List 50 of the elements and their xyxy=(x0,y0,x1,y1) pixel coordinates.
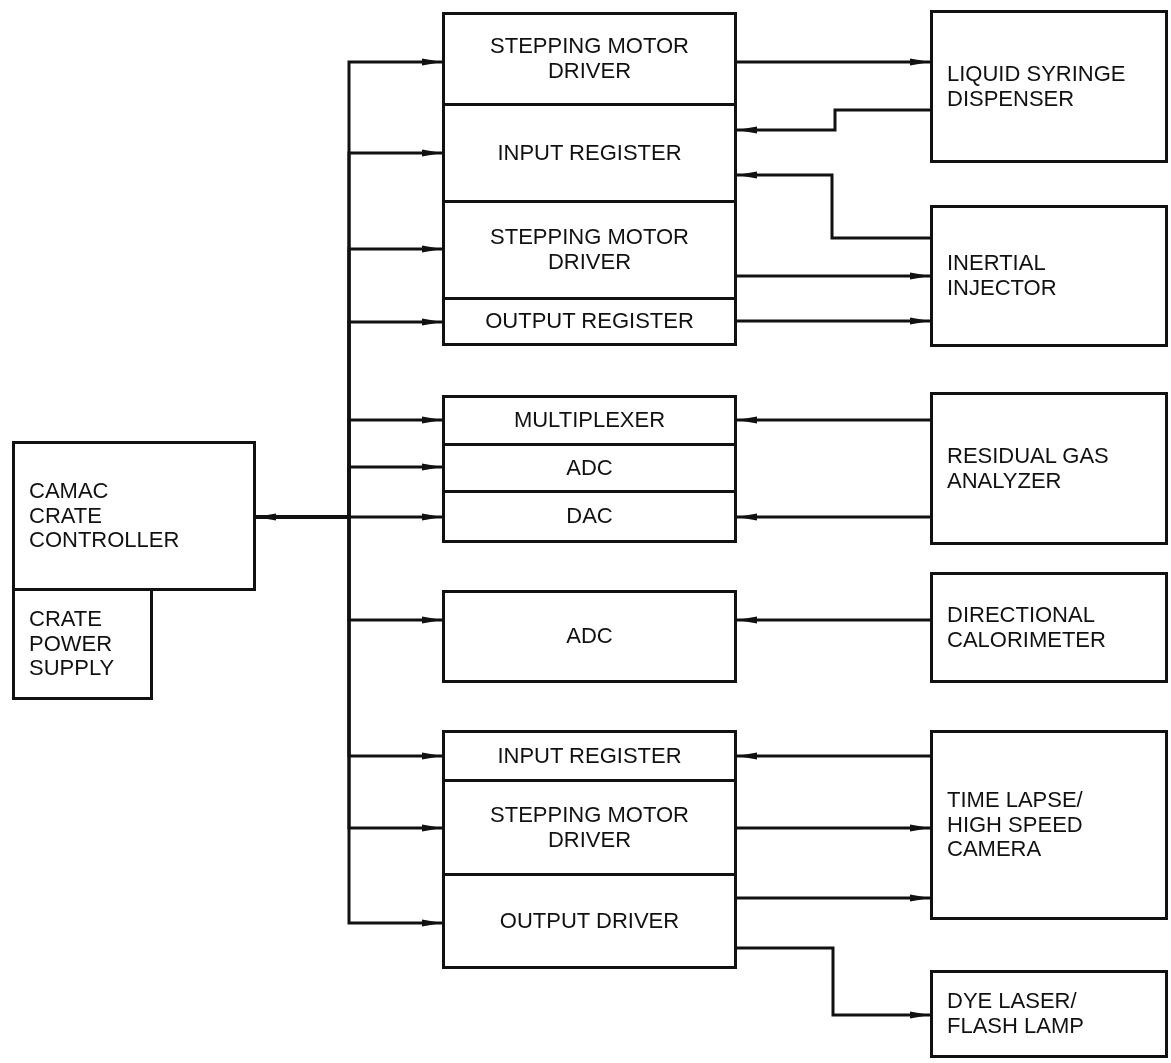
module-box xyxy=(442,873,737,969)
module-box xyxy=(442,103,737,203)
module-box xyxy=(442,490,737,543)
module-box xyxy=(442,443,737,493)
box-label: LIQUID SYRINGE DISPENSER xyxy=(947,61,1127,112)
arrow xyxy=(737,317,930,325)
device-box xyxy=(930,730,1168,920)
arrow xyxy=(737,416,930,424)
arrow xyxy=(737,513,930,521)
box-label: DIRECTIONAL CALORIMETER xyxy=(947,602,1107,653)
module-box xyxy=(442,395,737,446)
arrow xyxy=(737,946,930,1019)
box-label: STEPPING MOTOR DRIVER xyxy=(489,225,690,275)
module-box xyxy=(442,590,737,683)
box-label: OUTPUT REGISTER xyxy=(485,309,694,334)
module-box xyxy=(442,730,737,782)
box-label: DYE LASER/ FLASH LAMP xyxy=(947,989,1085,1039)
arrow xyxy=(737,616,930,624)
box-label: CRATE POWER SUPPLY xyxy=(29,607,116,681)
box-label: INPUT REGISTER xyxy=(497,140,682,166)
arrow xyxy=(737,272,930,280)
arrow xyxy=(737,894,930,902)
box-label: TIME LAPSE/ HIGH SPEED CAMERA xyxy=(947,788,1084,862)
box-label: STEPPING MOTOR DRIVER xyxy=(489,802,690,853)
box-label: MULTIPLEXER xyxy=(513,408,666,433)
arrow xyxy=(737,171,930,240)
module-box xyxy=(442,297,737,346)
device-box xyxy=(930,392,1168,545)
box-label: INPUT REGISTER xyxy=(497,743,682,769)
arrow xyxy=(737,752,930,760)
arrow xyxy=(737,58,930,66)
module-box xyxy=(442,779,737,876)
device-box xyxy=(12,441,256,591)
device-box xyxy=(930,970,1168,1058)
box-label: CAMAC CRATE CONTROLLER xyxy=(29,479,179,553)
box-label: DAC xyxy=(566,504,613,529)
module-box xyxy=(442,12,737,106)
box-label: ADC xyxy=(566,455,613,481)
device-box xyxy=(930,572,1168,683)
device-box xyxy=(930,10,1168,163)
box-label: ADC xyxy=(566,624,613,649)
arrow xyxy=(737,108,930,134)
box-label: OUTPUT DRIVER xyxy=(499,908,680,934)
box-label: RESIDUAL GAS ANALYZER xyxy=(947,443,1110,494)
box-label: INERTIAL INJECTOR xyxy=(947,251,1058,301)
device-box xyxy=(12,588,153,700)
module-box xyxy=(442,200,737,300)
device-box xyxy=(930,205,1168,347)
arrow xyxy=(737,824,930,832)
box-label: STEPPING MOTOR DRIVER xyxy=(489,34,690,84)
